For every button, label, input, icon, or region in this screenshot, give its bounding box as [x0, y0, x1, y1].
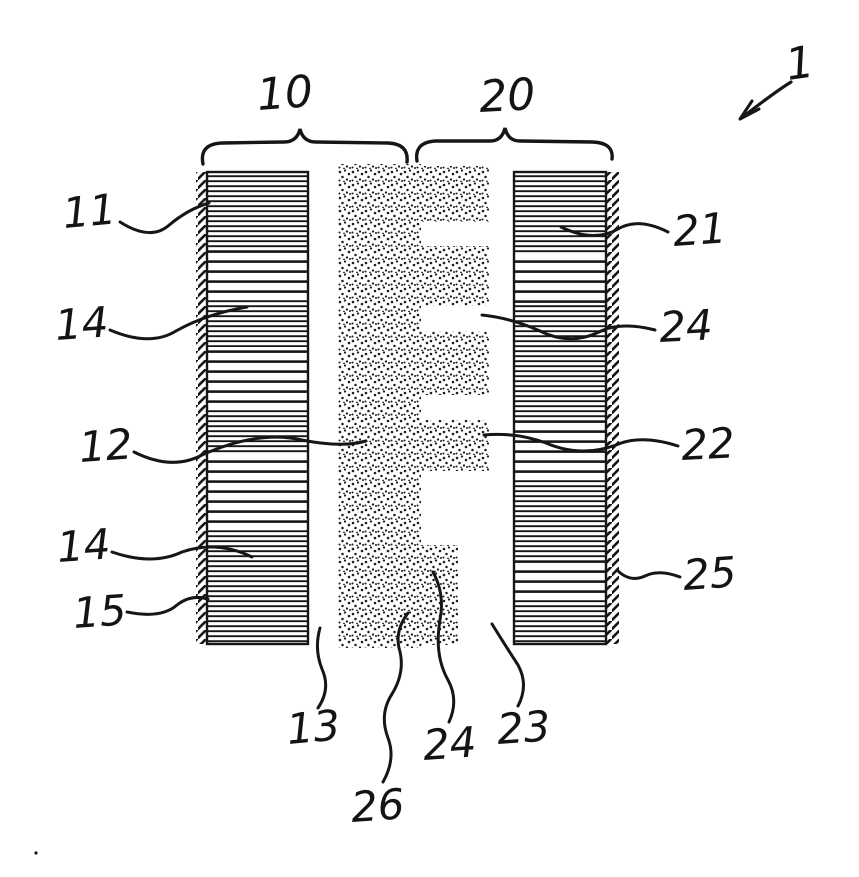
separator-stipple: [338, 164, 489, 648]
leader-25: [615, 568, 682, 580]
brace-group-20: [414, 127, 614, 163]
label-24-bottom: 24: [421, 717, 478, 770]
left-block-outline: [205, 170, 310, 646]
ink-speck: [34, 851, 38, 855]
leader-26: [381, 611, 410, 784]
brace-group-10: [200, 128, 409, 166]
label-13: 13: [285, 700, 343, 753]
leader-12: [132, 435, 368, 464]
left-serrated-edge: [196, 172, 209, 644]
right-block-outline: [512, 170, 608, 646]
label-26: 26: [349, 779, 406, 832]
arrow-head-icon: [738, 99, 761, 121]
leader-22: [482, 432, 680, 453]
leader-24r: [480, 313, 657, 341]
leader-14a: [108, 305, 249, 341]
leader-14b: [110, 545, 254, 561]
leader-lines: [108, 201, 682, 784]
label-21: 21: [671, 203, 728, 256]
label-22: 22: [680, 418, 736, 470]
leader-13: [315, 626, 328, 710]
leader-24b: [431, 570, 456, 724]
label-group-10: 10: [255, 66, 314, 121]
leader-15: [125, 596, 210, 616]
stipple-finger-blocks: [421, 166, 489, 645]
label-25: 25: [681, 547, 738, 600]
label-11: 11: [61, 184, 119, 237]
right-hatch-bands: [514, 172, 606, 644]
figure-reference-arrow: [738, 80, 793, 121]
label-figure-reference: 1: [782, 36, 817, 90]
stipple-main-column: [338, 164, 421, 648]
leader-11: [118, 201, 211, 234]
label-23: 23: [495, 701, 552, 754]
label-group-20: 20: [478, 69, 537, 123]
label-24-right: 24: [658, 300, 714, 352]
right-electrode-stack: [512, 170, 619, 646]
label-14-lower: 14: [55, 519, 112, 572]
label-12: 12: [77, 419, 134, 472]
leader-21: [559, 222, 670, 237]
leader-23: [490, 622, 525, 708]
left-hatch-bands: [207, 172, 308, 644]
label-15: 15: [71, 585, 128, 638]
label-14-upper: 14: [53, 297, 110, 350]
arrow-shaft: [742, 80, 793, 118]
figure-labels: 10 20 1 11 14 12 14 15 21 24 22 25 13 24…: [53, 36, 817, 831]
right-serrated-edge: [606, 172, 619, 644]
left-electrode-stack: [196, 170, 310, 646]
